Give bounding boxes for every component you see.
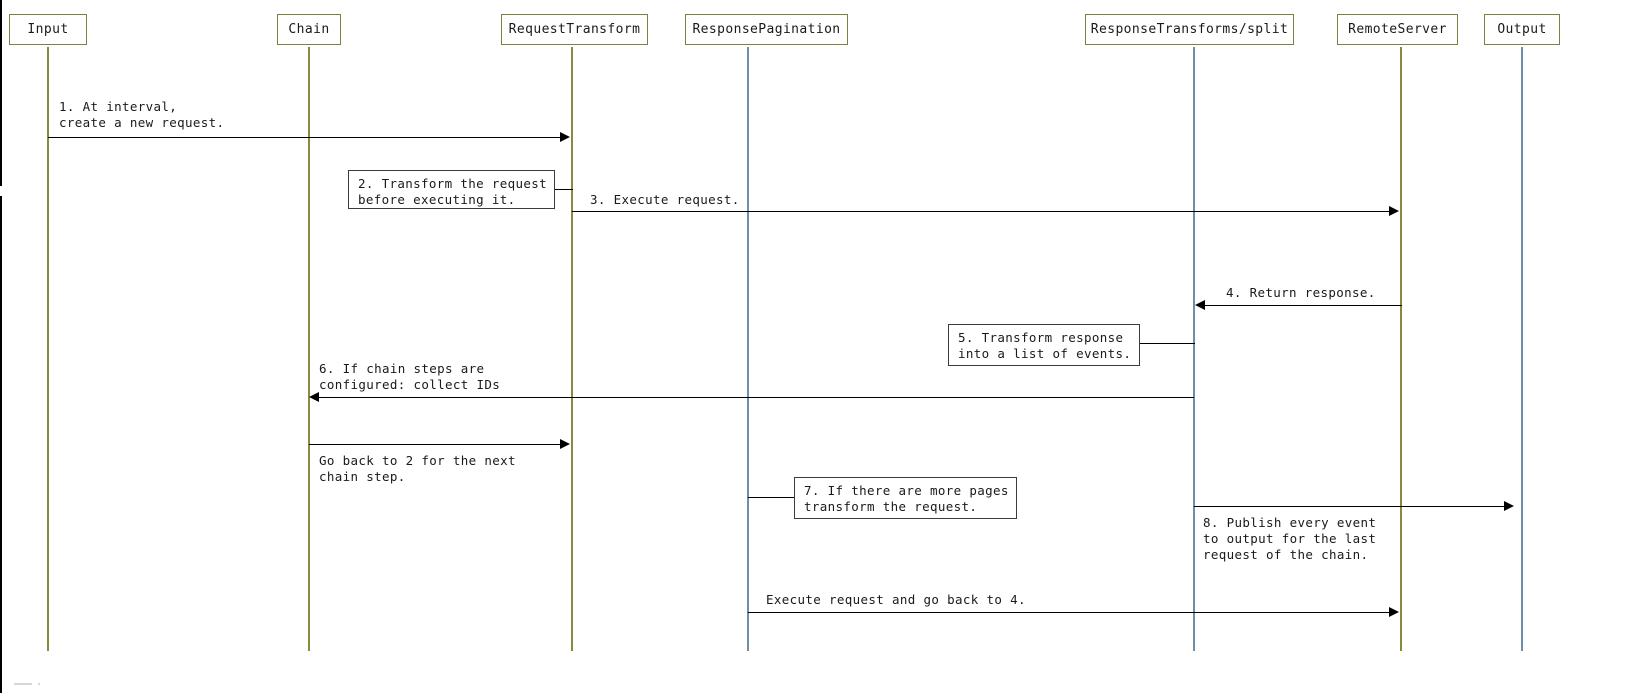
participant-output[interactable]: Output <box>1484 14 1560 45</box>
message-4-arrowhead <box>1195 300 1205 310</box>
note-5-stub <box>1139 343 1195 344</box>
message-goback2-line <box>309 444 562 445</box>
participant-request-transform[interactable]: RequestTransform <box>501 14 648 45</box>
note-5: 5. Transform response into a list of eve… <box>948 324 1140 366</box>
message-8-label-line1: 8. Publish every event <box>1203 515 1377 530</box>
lifeline-output <box>1521 47 1523 651</box>
page-edge-artifact-bottom <box>0 196 2 693</box>
message-3-label-line1: 3. Execute request. <box>590 192 740 207</box>
note-2-line1: 2. Transform the request <box>358 176 548 191</box>
participant-response-transforms[interactable]: ResponseTransforms/split <box>1085 14 1294 45</box>
note-7-line2: transform the request. <box>804 499 978 514</box>
message-goback2-label-line1: Go back to 2 for the next <box>319 453 516 468</box>
participant-input-label: Input <box>27 22 69 37</box>
message-4-label-line1: 4. Return response. <box>1226 285 1376 300</box>
message-8-label-line3: request of the chain. <box>1203 547 1369 562</box>
participant-response-pagination[interactable]: ResponsePagination <box>685 14 848 45</box>
message-1-arrowhead <box>560 132 570 142</box>
note-5-line1: 5. Transform response <box>958 330 1124 345</box>
message-1-label-line2: create a new request. <box>59 115 225 130</box>
message-1-line <box>48 137 562 138</box>
lifeline-response-pagination <box>747 47 749 651</box>
participant-output-label: Output <box>1497 22 1547 37</box>
message-8-line <box>1194 506 1506 507</box>
message-6-line <box>318 397 1194 398</box>
participant-response-pagination-label: ResponsePagination <box>692 22 841 37</box>
message-1-label-line1: 1. At interval, <box>59 99 178 114</box>
note-5-line2: into a list of events. <box>958 346 1132 361</box>
message-goback4-arrowhead <box>1389 607 1399 617</box>
participant-request-transform-label: RequestTransform <box>508 22 641 37</box>
message-8-arrowhead <box>1504 501 1514 511</box>
message-8-label-line2: to output for the last <box>1203 531 1377 546</box>
render-artifact-speck-1 <box>14 683 32 685</box>
participant-chain[interactable]: Chain <box>277 14 341 45</box>
message-goback2-arrowhead <box>560 439 570 449</box>
message-goback4-line <box>748 612 1391 613</box>
message-4-line <box>1204 305 1402 306</box>
lifeline-chain <box>308 47 310 651</box>
participant-input[interactable]: Input <box>9 14 87 45</box>
message-goback4-label-line1: Execute request and go back to 4. <box>766 592 1026 607</box>
lifeline-request-transform <box>571 47 573 651</box>
message-6-label-line1: 6. If chain steps are <box>319 361 485 376</box>
note-7-line1: 7. If there are more pages <box>804 483 1009 498</box>
render-artifact-speck-2 <box>38 683 40 685</box>
participant-chain-label: Chain <box>288 22 330 37</box>
participant-response-transforms-label: ResponseTransforms/split <box>1090 22 1289 37</box>
message-3-arrowhead <box>1389 206 1399 216</box>
note-7: 7. If there are more pages transform the… <box>794 477 1017 519</box>
participant-remote-server[interactable]: RemoteServer <box>1337 14 1458 45</box>
message-goback2-label-line2: chain step. <box>319 469 406 484</box>
message-3-line <box>572 211 1391 212</box>
lifeline-remote-server <box>1400 47 1402 651</box>
message-6-label-line2: configured: collect IDs <box>319 377 501 392</box>
note-2-stub <box>555 189 573 190</box>
participant-remote-server-label: RemoteServer <box>1348 22 1447 37</box>
lifeline-input <box>47 47 49 651</box>
message-6-arrowhead <box>309 392 319 402</box>
note-2-line2: before executing it. <box>358 192 516 207</box>
note-2: 2. Transform the request before executin… <box>348 170 555 209</box>
note-7-stub <box>748 497 795 498</box>
page-edge-artifact-top <box>0 0 2 186</box>
lifeline-response-transforms <box>1193 47 1195 651</box>
